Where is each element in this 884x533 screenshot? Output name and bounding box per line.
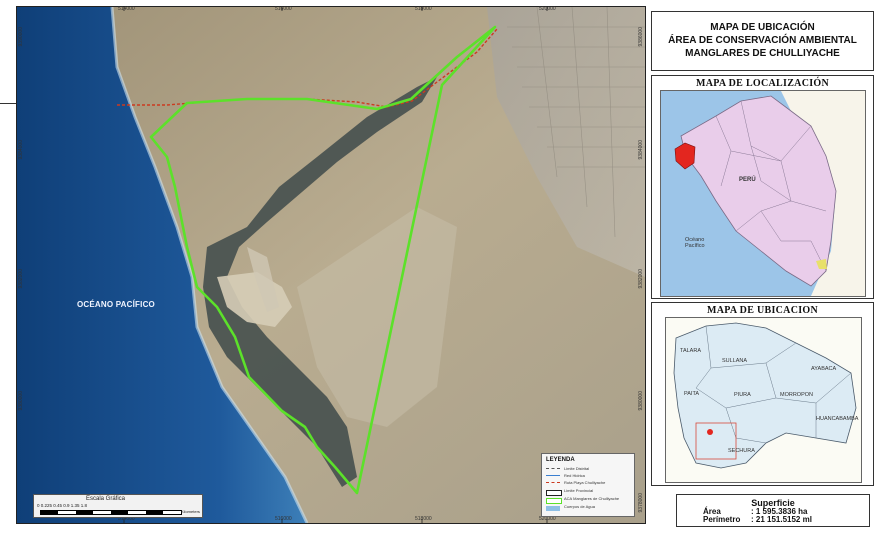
title-line-2: ÁREA DE CONSERVACIÓN AMBIENTAL bbox=[668, 35, 857, 46]
legend-label: Limite Provincial bbox=[564, 488, 594, 493]
title-line-3: MANGLARES DE CHULLIYACHE bbox=[685, 48, 840, 59]
province-label: AYABACA bbox=[811, 366, 837, 372]
province-label: PAITA bbox=[684, 391, 700, 397]
grid-bottom-label: 520000 bbox=[539, 516, 556, 522]
lake-titicaca bbox=[816, 259, 827, 269]
province-label: TALARA bbox=[680, 348, 701, 354]
legend-symbol bbox=[546, 506, 560, 511]
perimeter-label: Perímetro bbox=[703, 515, 741, 524]
peru-regions bbox=[715, 100, 827, 272]
title-box: MAPA DE UBICACIÓN ÁREA DE CONSERVACIÓN A… bbox=[651, 11, 874, 71]
stray-line bbox=[0, 103, 16, 104]
grid-right-label: 9384000 bbox=[638, 140, 644, 160]
scale-title: Escala Gráfica bbox=[86, 496, 126, 502]
grid-bottom-label: 518000 bbox=[415, 516, 432, 522]
grid-top-label: 516000 bbox=[275, 6, 292, 12]
legend-symbol bbox=[546, 490, 562, 496]
legend-label: Cuerpos de Agua bbox=[564, 504, 595, 509]
legend-label: Ruta Playa Chulliyache bbox=[564, 480, 606, 485]
aca-boundary bbox=[149, 25, 497, 495]
surface-info-box: Superficie Área : 1 595.3836 ha Perímetro… bbox=[676, 494, 870, 527]
localization-map-panel: MAPA DE LOCALIZACIÓN PERÚ Océano Pacífic… bbox=[651, 75, 874, 299]
country-label: PERÚ bbox=[739, 177, 756, 183]
area-row: Área : 1 595.3836 ha bbox=[703, 507, 807, 516]
legend-item: Ruta Playa Chulliyache bbox=[546, 480, 634, 487]
grid-left-label: 9380000 bbox=[18, 391, 24, 411]
legend-item: Limite Provincial bbox=[546, 488, 634, 496]
province-label: HUANCABAMBA bbox=[816, 416, 859, 422]
grid-left-label: 9382000 bbox=[18, 269, 24, 289]
legend-title: LEYENDA bbox=[546, 457, 575, 463]
legend-label: Limite Distrital bbox=[564, 466, 590, 471]
legend-symbol bbox=[546, 468, 560, 472]
province-label: PIURA bbox=[734, 392, 751, 398]
grid-top-label: 514000 bbox=[118, 6, 135, 12]
area-label: Área bbox=[703, 507, 721, 516]
neighbor-country bbox=[781, 91, 865, 296]
piura-region bbox=[673, 322, 857, 469]
province-label: SULLANA bbox=[722, 358, 748, 364]
coastline bbox=[110, 7, 309, 523]
legend-symbol bbox=[546, 482, 560, 486]
grid-right-label: 9378000 bbox=[638, 493, 644, 513]
study-area-marker bbox=[707, 429, 713, 435]
grid-top-label: 520000 bbox=[539, 6, 556, 12]
grid-bottom-label: 516000 bbox=[275, 516, 292, 522]
peru-map bbox=[674, 91, 865, 296]
grid-left-label: 9390000 bbox=[18, 27, 24, 47]
legend-label: Red Hidrica bbox=[564, 473, 585, 478]
scale-numbers: 0 0.225 0.45 0.9 1.35 1.8 bbox=[37, 503, 88, 508]
piuira-highlight bbox=[674, 142, 696, 170]
legend-item: Cuerpos de Agua bbox=[546, 504, 634, 511]
satellite-map bbox=[17, 7, 645, 523]
sand-bar-2 bbox=[247, 247, 279, 312]
grid-right-label: 9380000 bbox=[638, 391, 644, 411]
legend-item: Red Hidrica bbox=[546, 473, 634, 480]
grid-right-label: 9386000 bbox=[638, 27, 644, 47]
study-area-box bbox=[695, 422, 737, 460]
localization-map: PERÚ Océano Pacífico bbox=[660, 90, 866, 297]
legend-label: ACA Manglares de Chulliyache bbox=[564, 496, 620, 501]
province-label: SECHURA bbox=[728, 448, 755, 454]
ocean-label: OCÉANO PACÍFICO bbox=[77, 300, 155, 309]
scale-bar-box: Escala Gráfica 0 0.225 0.45 0.9 1.35 1.8… bbox=[33, 494, 203, 518]
grid-right-label: 9382000 bbox=[638, 269, 644, 289]
legend: LEYENDA Limite Distrital Red Hidrica Rut… bbox=[541, 453, 635, 517]
grid-left-label: 9384000 bbox=[18, 140, 24, 160]
peru-country bbox=[680, 95, 837, 287]
estuary bbox=[203, 77, 437, 487]
province-label: MORROPON bbox=[780, 392, 813, 398]
localization-map-title: MAPA DE LOCALIZACIÓN bbox=[695, 78, 830, 89]
scale-unit: Kilometers bbox=[181, 509, 200, 514]
title-line-1: MAPA DE UBICACIÓN bbox=[710, 22, 815, 33]
province-borders bbox=[695, 325, 852, 444]
legend-item: ACA Manglares de Chulliyache bbox=[546, 496, 634, 504]
piura-region-map bbox=[673, 322, 857, 469]
legend-symbol bbox=[546, 498, 562, 504]
grid-top-label: 518000 bbox=[415, 6, 432, 12]
location-map-title: MAPA DE UBICACION bbox=[706, 305, 819, 316]
legend-item: Limite Distrital bbox=[546, 466, 634, 473]
location-map-panel: MAPA DE UBICACION TALARA SULLANA AYABACA… bbox=[651, 302, 874, 486]
surface-title: Superficie bbox=[751, 498, 795, 508]
perimeter-row: Perímetro : 21 151.5152 ml bbox=[703, 515, 812, 524]
ocean-label-small: Océano Pacífico bbox=[685, 237, 705, 249]
main-map-frame: 514000 516000 518000 520000 514000 51600… bbox=[16, 6, 646, 524]
urban-area bbox=[487, 7, 645, 277]
grid-bottom-label: 514000 bbox=[118, 516, 135, 522]
plain bbox=[297, 207, 457, 427]
legend-symbol bbox=[546, 475, 560, 479]
grid-ticks bbox=[123, 7, 548, 523]
urban-street-grid bbox=[507, 7, 645, 238]
location-map: TALARA SULLANA AYABACA PAITA PIURA MORRO… bbox=[665, 317, 862, 483]
route-line bbox=[117, 28, 498, 108]
area-value: : 1 595.3836 ha bbox=[751, 507, 808, 516]
perimeter-value: : 21 151.5152 ml bbox=[751, 515, 812, 524]
ocean bbox=[17, 7, 307, 523]
scale-bar bbox=[40, 510, 182, 515]
